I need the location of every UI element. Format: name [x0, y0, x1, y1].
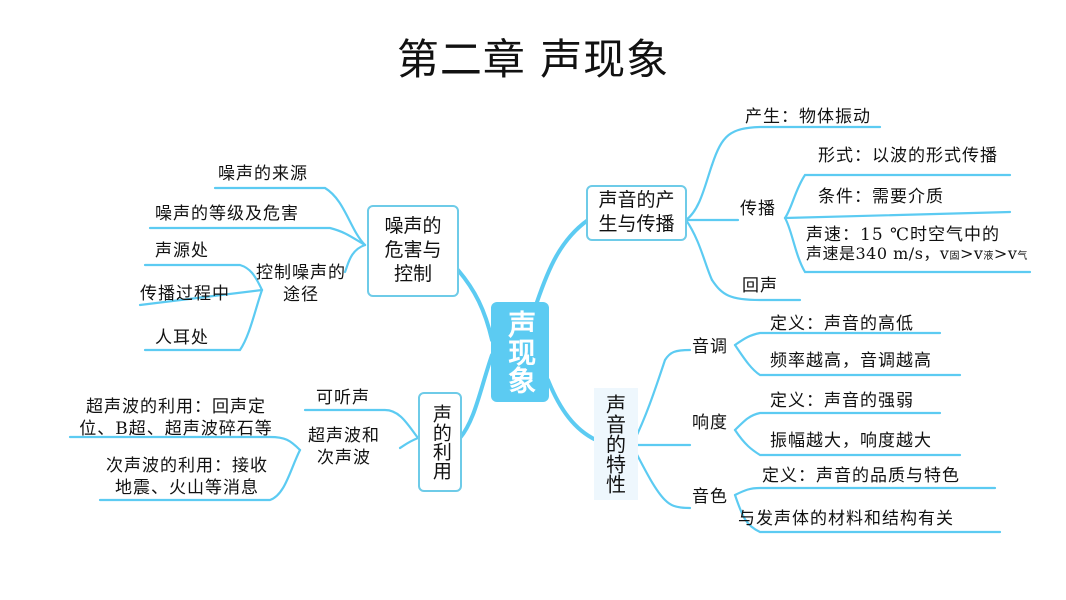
leaf-at-source: 声源处 — [155, 241, 209, 261]
node-use-label: 声的利用 — [429, 404, 452, 480]
leaf-speed-text: 声速是340 m/s，v — [806, 244, 950, 263]
link-center-traits — [546, 378, 598, 442]
leaf-audible: 可听声 — [316, 388, 370, 408]
link-center-noise — [456, 268, 494, 342]
node-spread: 传播 — [740, 199, 776, 219]
sub-solid: 固 — [949, 251, 960, 262]
leaf-speed-line1: 声速：15 ℃时空气中的 — [806, 225, 1001, 245]
page-title: 第二章 声现象 — [396, 35, 670, 84]
node-noise: 噪声的危害与控制 — [367, 205, 459, 297]
link-center-origin — [535, 218, 590, 304]
leaf-produce: 产生：物体振动 — [745, 107, 871, 127]
node-traits: 声音的特性 — [594, 388, 634, 500]
leaf-noise-level: 噪声的等级及危害 — [155, 204, 299, 224]
leaf-loud-def: 定义：声音的强弱 — [770, 391, 914, 411]
node-loud: 响度 — [692, 413, 728, 433]
leaf-infra-use: 次声波的利用：接收地震、火山等消息 — [106, 456, 268, 499]
node-noise-control: 控制噪声的途径 — [256, 263, 346, 306]
node-use: 声的利用 — [418, 392, 462, 492]
leaf-ultra-use: 超声波的利用：回声定位、B超、超声波碎石等 — [79, 397, 273, 440]
node-timbre: 音色 — [692, 487, 728, 507]
center-node: 声现象 — [491, 302, 549, 402]
link-center-use — [458, 353, 494, 440]
leaf-echo: 回声 — [742, 276, 778, 296]
leaf-timbre-def: 定义：声音的品质与特色 — [762, 466, 960, 486]
node-noise-label: 噪声的危害与控制 — [384, 215, 442, 285]
center-node-label: 声现象 — [504, 310, 538, 394]
leaf-condition: 条件：需要介质 — [818, 187, 944, 207]
leaf-loud-rel: 振幅越大，响度越大 — [770, 431, 932, 451]
node-pitch: 音调 — [692, 337, 728, 357]
leaf-pitch-rel: 频率越高，音调越高 — [770, 351, 932, 371]
leaf-at-ear: 人耳处 — [155, 328, 209, 348]
node-traits-label: 声音的特性 — [602, 394, 627, 494]
leaf-timbre-rel: 与发声体的材料和结构有关 — [738, 509, 954, 529]
sub-liquid: 液 — [983, 251, 994, 262]
node-ultra-infra: 超声波和次声波 — [308, 426, 380, 469]
leaf-pitch-def: 定义：声音的高低 — [770, 314, 914, 334]
leaf-form: 形式：以波的形式传播 — [818, 146, 998, 166]
node-origin-spread: 声音的产生与传播 — [586, 185, 687, 241]
leaf-speed-line2: 声速是340 m/s，v固>v液>v气 — [806, 244, 1028, 263]
leaf-in-path: 传播过程中 — [140, 284, 230, 304]
sub-gas: 气 — [1017, 251, 1028, 262]
leaf-noise-source: 噪声的来源 — [218, 164, 308, 184]
node-origin-spread-label: 声音的产生与传播 — [598, 189, 675, 235]
